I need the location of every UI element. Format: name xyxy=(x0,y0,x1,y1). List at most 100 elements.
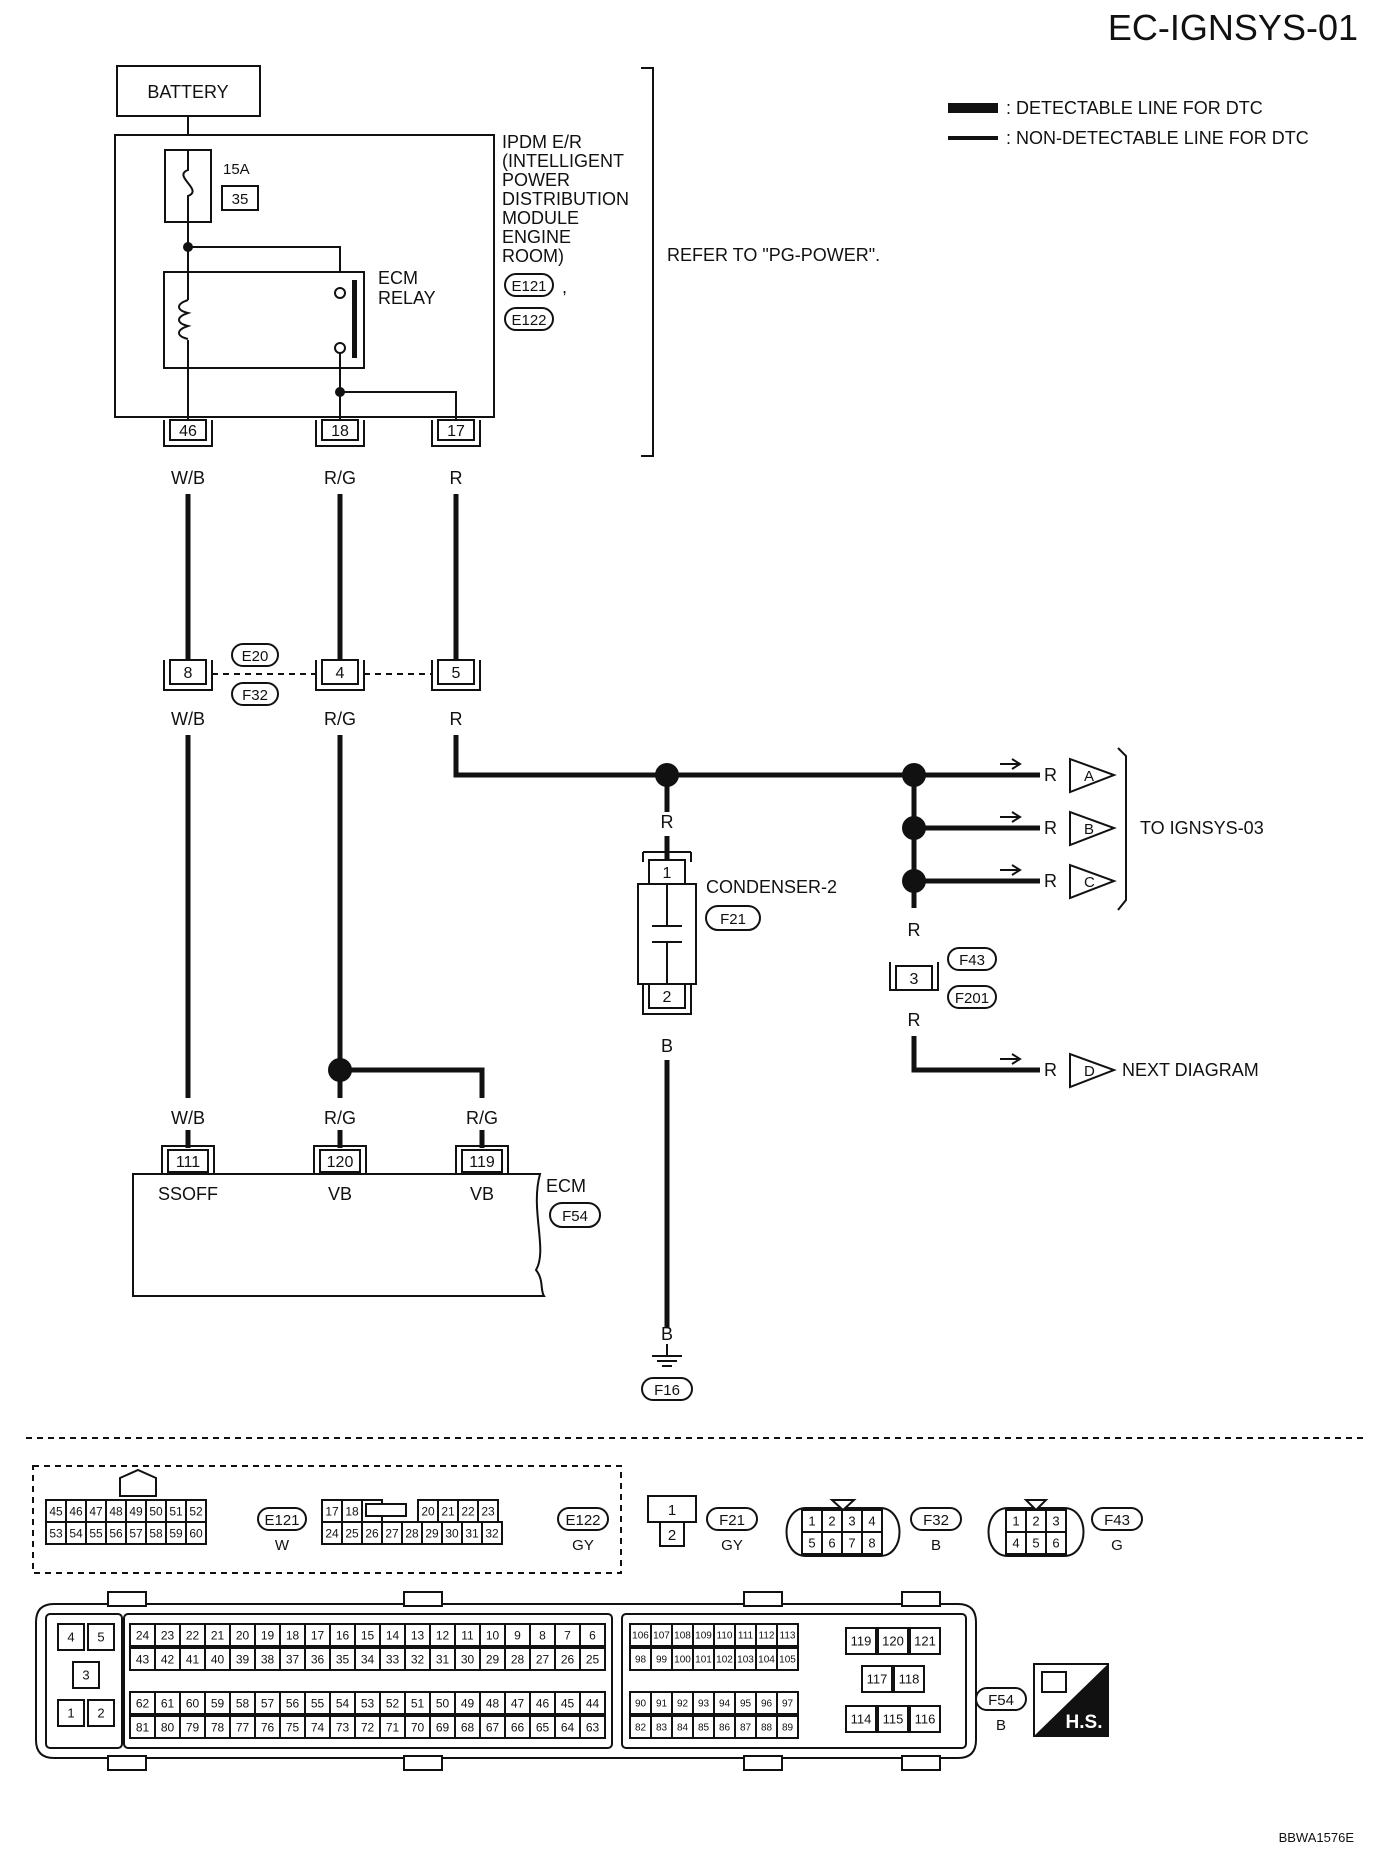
svg-text:R/G: R/G xyxy=(324,1108,356,1128)
pin-number: 32 xyxy=(485,1526,499,1540)
legend-detectable: : DETECTABLE LINE FOR DTC xyxy=(1006,98,1263,118)
ipdm-bracket xyxy=(641,67,654,457)
pin-number: 2 xyxy=(828,1514,835,1529)
pin-number: 4 xyxy=(868,1514,875,1529)
pin-number: 105 xyxy=(779,1655,796,1666)
pin-number: 65 xyxy=(536,1720,550,1734)
connector-icon xyxy=(1041,1671,1067,1693)
pin-number: 92 xyxy=(677,1699,689,1710)
pin-number: 36 xyxy=(311,1652,325,1666)
pin-number: 34 xyxy=(361,1652,375,1666)
pin-number: 8 xyxy=(868,1536,875,1551)
output-b: R B xyxy=(1000,810,1117,847)
pin-number: 64 xyxy=(561,1720,575,1734)
pin-number: 59 xyxy=(211,1696,225,1710)
svg-text:1: 1 xyxy=(663,865,672,882)
relay-contact-bottom xyxy=(334,342,346,354)
svg-text:R/G: R/G xyxy=(466,1108,498,1128)
svg-text:SSOFF: SSOFF xyxy=(158,1184,218,1204)
relay-contact-top xyxy=(334,287,346,299)
pin-number: 2 xyxy=(97,1706,104,1721)
svg-text:VB: VB xyxy=(328,1184,352,1204)
svg-text:ENGINE: ENGINE xyxy=(502,227,571,247)
svg-text:R: R xyxy=(1044,1060,1057,1080)
ipdm-connector-pins: 46 18 17 xyxy=(163,419,481,447)
connector-cavity xyxy=(57,1699,85,1727)
pin-number: 42 xyxy=(161,1652,175,1666)
legend-non-detectable: : NON-DETECTABLE LINE FOR DTC xyxy=(1006,128,1309,148)
pin-number: 37 xyxy=(286,1652,300,1666)
pin-number: 6 xyxy=(1052,1536,1059,1551)
ground-icon xyxy=(652,1344,682,1367)
connector-cavity xyxy=(776,1715,799,1739)
connector-tag-f43-view xyxy=(1091,1507,1143,1531)
pin-number: 84 xyxy=(677,1723,689,1734)
pin-number: 1 xyxy=(67,1706,74,1721)
connector-tag-e122 xyxy=(504,307,554,331)
pin-number: 2 xyxy=(1032,1514,1039,1529)
svg-text:R: R xyxy=(1044,765,1057,785)
pin-number: 22 xyxy=(186,1628,200,1642)
pin-number: 54 xyxy=(336,1696,350,1710)
connector-cavity xyxy=(861,1531,883,1555)
ecm-relay-box xyxy=(163,271,365,369)
pin-number: 17 xyxy=(325,1504,339,1518)
pin-number: 1 xyxy=(1012,1514,1019,1529)
pin-number: 100 xyxy=(674,1655,691,1666)
svg-text:R: R xyxy=(908,920,921,940)
svg-text:F21: F21 xyxy=(719,1512,745,1529)
svg-text:POWER: POWER xyxy=(502,170,570,190)
svg-text:A: A xyxy=(1084,768,1094,785)
battery-label: BATTERY xyxy=(147,82,228,102)
pin-number: 3 xyxy=(1052,1514,1059,1529)
svg-text:1: 1 xyxy=(668,1502,676,1519)
svg-text:F32: F32 xyxy=(923,1512,949,1529)
connector-cavity xyxy=(776,1691,799,1715)
pin-number: 96 xyxy=(761,1699,773,1710)
svg-text:F16: F16 xyxy=(654,1382,680,1399)
pin-number: 39 xyxy=(236,1652,250,1666)
pin-number: 11 xyxy=(461,1628,474,1642)
pin-number: 99 xyxy=(656,1655,668,1666)
svg-text:VB: VB xyxy=(470,1184,494,1204)
pin-number: 18 xyxy=(286,1628,300,1642)
pin-number: 7 xyxy=(848,1536,855,1551)
pin-number: 28 xyxy=(405,1526,419,1540)
svg-text:F54: F54 xyxy=(988,1692,1014,1709)
connector-cavity xyxy=(579,1691,606,1715)
pin-number: 106 xyxy=(632,1631,649,1642)
pin-number: 23 xyxy=(161,1628,175,1642)
pin-number: 43 xyxy=(136,1652,150,1666)
pin-number: 53 xyxy=(361,1696,375,1710)
svg-text:G: G xyxy=(1111,1537,1123,1554)
to-ignsys-03: TO IGNSYS-03 xyxy=(1140,818,1264,838)
pin-number: 32 xyxy=(411,1652,425,1666)
pin-number: 58 xyxy=(236,1696,250,1710)
connector-cavity xyxy=(845,1627,877,1655)
wire-r-main xyxy=(453,735,1040,778)
svg-text:F21: F21 xyxy=(720,911,746,928)
ecm-connector-pins: 111 120 119 xyxy=(161,1145,509,1174)
pin-number: 60 xyxy=(189,1526,203,1540)
pin-number: 4 xyxy=(1012,1536,1019,1551)
pin-number: 46 xyxy=(69,1504,83,1518)
pin-number: 93 xyxy=(698,1699,710,1710)
svg-text:120: 120 xyxy=(327,1154,354,1171)
pin-number: 52 xyxy=(189,1504,203,1518)
pin-number: 76 xyxy=(261,1720,275,1734)
pin-number: 24 xyxy=(136,1628,150,1642)
pin-number: 116 xyxy=(915,1712,936,1727)
svg-text:R: R xyxy=(908,1010,921,1030)
pin-number: 56 xyxy=(109,1526,123,1540)
pin-number: 82 xyxy=(635,1723,647,1734)
svg-text:R: R xyxy=(450,468,463,488)
connector-tag-f21-view xyxy=(706,1507,758,1531)
svg-text:B: B xyxy=(1084,821,1094,838)
pin-number: 5 xyxy=(808,1536,815,1551)
connector-view-e122: 17181920212223242526272829303132 xyxy=(321,1499,503,1545)
connector-cavity xyxy=(893,1665,925,1693)
pin-number: 25 xyxy=(586,1652,600,1666)
condenser-label: CONDENSER-2 xyxy=(706,877,837,897)
pin-number: 17 xyxy=(311,1628,325,1642)
